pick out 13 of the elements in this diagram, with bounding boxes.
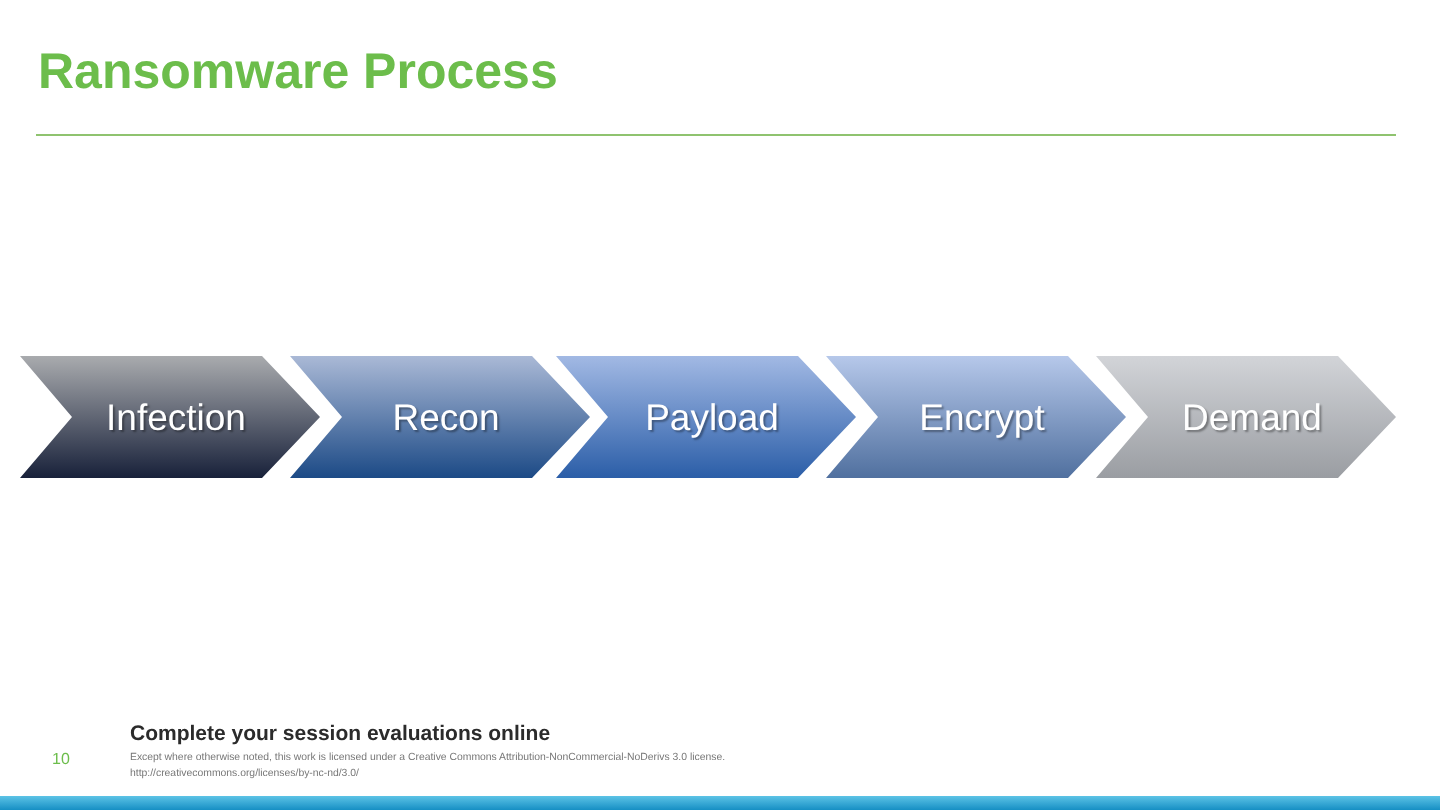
step-label: Infection	[106, 395, 246, 439]
chevron-step	[1096, 356, 1396, 478]
slide-title: Ransomware Process	[38, 44, 558, 102]
chevron-step	[290, 356, 590, 478]
chevron-step	[20, 356, 320, 478]
page-number: 10	[52, 750, 70, 768]
step-label: Demand	[1182, 395, 1322, 439]
step-label: Payload	[645, 395, 779, 439]
step-label: Encrypt	[919, 395, 1045, 439]
chevron-step	[826, 356, 1126, 478]
chevron-step	[556, 356, 856, 478]
footer-note: Complete your session evaluations online	[130, 722, 551, 746]
step-label: Recon	[392, 395, 500, 439]
